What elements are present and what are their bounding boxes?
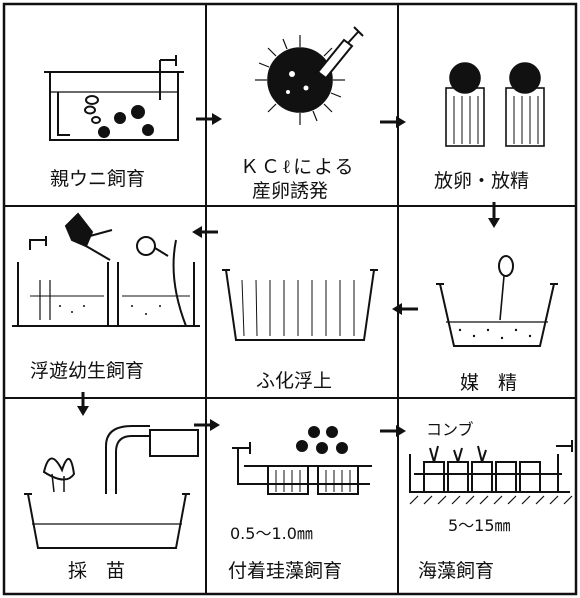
arrow-right-1 bbox=[196, 113, 222, 125]
step-label-collect: 採 苗 bbox=[68, 560, 126, 582]
step-label-diatom: 付着珪藻飼育 bbox=[228, 560, 343, 582]
step-label-hatch: ふ化浮上 bbox=[256, 370, 333, 392]
fertilization-tank-icon bbox=[436, 255, 558, 347]
diatom-culture-tank-icon bbox=[232, 426, 372, 495]
step-label-kcl-line1: ＫＣℓによる bbox=[240, 156, 356, 178]
step-label-kcl-line2: 産卵誘発 bbox=[252, 180, 329, 202]
syringe-urchin-icon bbox=[255, 26, 364, 125]
larval-rearing-tank-icon bbox=[12, 212, 200, 327]
seed-collection-tank-icon bbox=[24, 425, 199, 549]
size-label-diatom: 0.5〜1.0㎜ bbox=[230, 524, 313, 543]
step-label-fertilize: 媒 精 bbox=[460, 372, 518, 394]
spawning-urchin-icon bbox=[445, 62, 545, 147]
arrow-right-4 bbox=[380, 425, 406, 437]
arrow-left-2 bbox=[192, 226, 218, 238]
seaweed-culture-tank-icon bbox=[409, 440, 573, 505]
step-label-larval: 浮遊幼生飼育 bbox=[30, 360, 145, 382]
step-label-seaweed: 海藻飼育 bbox=[418, 560, 495, 582]
arrow-right-3 bbox=[194, 419, 220, 431]
step-label-spawn: 放卵・放精 bbox=[434, 170, 530, 192]
hatching-tank-icon bbox=[222, 269, 378, 341]
size-label-seaweed: 5〜15㎜ bbox=[448, 516, 511, 535]
kelp-label: コンブ bbox=[426, 420, 474, 439]
arrow-right-2 bbox=[380, 116, 406, 128]
step-label-parent: 親ウニ飼育 bbox=[50, 168, 146, 190]
arrow-down-2 bbox=[77, 392, 89, 416]
arrow-down-1 bbox=[488, 202, 500, 228]
aquarium-tank-icon bbox=[44, 55, 184, 141]
arrow-left-1 bbox=[392, 303, 418, 315]
